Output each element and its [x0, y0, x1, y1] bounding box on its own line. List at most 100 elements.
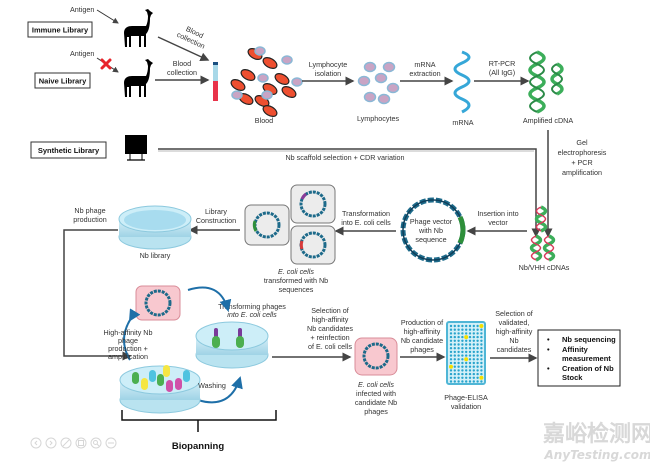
elisa-well — [472, 335, 475, 339]
elisa-well — [453, 343, 456, 346]
elisa-well — [453, 369, 456, 372]
cell — [257, 73, 269, 83]
results-box: • Nb sequencing • Affinity measurement •… — [537, 329, 621, 387]
cell — [254, 46, 266, 56]
cell — [262, 56, 278, 70]
validated-label-4: Nb — [509, 336, 518, 345]
elisa-well — [453, 347, 456, 350]
elisa-well — [476, 335, 479, 339]
bullet: • — [547, 364, 550, 373]
elisa-well — [476, 369, 479, 372]
elisa-well — [480, 335, 483, 339]
infected-label-2: infected with — [356, 389, 396, 398]
elisa-well — [476, 376, 479, 379]
elisa-well — [472, 361, 475, 365]
cross-icon — [100, 58, 112, 70]
elisa-well — [449, 324, 453, 328]
elisa-plate-icon — [446, 321, 486, 385]
petri-dish-icon-transforming — [195, 321, 269, 369]
ecoli-transformed-label-1: E. coli cells — [278, 267, 314, 276]
watermark-en: AnyTesting.com — [544, 448, 650, 462]
elisa-well — [472, 347, 475, 350]
elisa-well — [480, 361, 483, 365]
petri-dish-icon-washing — [119, 365, 201, 414]
elisa-well — [453, 361, 456, 365]
minus-button[interactable] — [105, 437, 117, 449]
synthetic-library-box: Synthetic Library — [30, 141, 107, 159]
elisa-well — [453, 335, 456, 339]
elisa-well — [472, 380, 475, 383]
watermark-cn: 嘉峪检测网 — [543, 421, 650, 447]
elisa-well — [457, 358, 460, 361]
elisa-well — [461, 339, 464, 342]
elisa-well — [453, 365, 456, 368]
copy-button[interactable] — [75, 437, 87, 449]
result-item-measurement: measurement — [562, 354, 611, 363]
elisa-well — [457, 328, 460, 331]
cell — [240, 68, 256, 82]
elisa-well — [476, 347, 479, 350]
elisa-well — [465, 372, 468, 376]
elisa-well — [476, 350, 479, 354]
elisa-well — [449, 376, 453, 379]
lymphocyte-isolation-label-1: Lymphocyte — [309, 60, 348, 69]
high-affinity-label-2: phage — [118, 336, 138, 345]
elisa-well — [468, 372, 472, 376]
insertion-label-1: Insertion into — [477, 209, 518, 218]
elisa-well — [480, 365, 483, 368]
biopanning-label: Biopanning — [172, 441, 224, 452]
immune-library-label: Immune Library — [32, 26, 89, 35]
elisa-well — [468, 380, 472, 383]
elisa-well — [465, 347, 468, 350]
elisa-well — [461, 343, 464, 346]
nb-phage-production-arrow — [63, 229, 132, 361]
result-item-creation: Creation of Nb — [562, 364, 614, 373]
production-label-3: Nb candidate — [401, 336, 443, 345]
cell — [281, 85, 297, 99]
lymphocytes-label: Lymphocytes — [357, 114, 399, 123]
mrna-extraction-label-1: mRNA — [414, 60, 435, 69]
elisa-well — [468, 369, 472, 372]
production-label-1: Production of — [401, 318, 443, 327]
elisa-well — [476, 361, 479, 365]
edit-button[interactable] — [60, 437, 72, 449]
selection-label-5: of E. coli cells — [308, 342, 352, 351]
elisa-well — [449, 350, 453, 354]
library-construction-label-2: Construction — [196, 216, 236, 225]
elisa-well — [457, 369, 460, 372]
elisa-well — [472, 376, 475, 379]
elisa-well — [461, 354, 464, 357]
elisa-well — [465, 365, 468, 368]
gel-label-1: Gel — [576, 138, 588, 147]
elisa-well — [468, 358, 472, 361]
cell — [357, 75, 371, 87]
next-button[interactable] — [45, 437, 57, 449]
elisa-well — [468, 376, 472, 379]
cell — [363, 91, 377, 103]
nb-phage-production-label-1: Nb phage — [74, 206, 105, 215]
elisa-well — [449, 347, 453, 350]
blood-collection-arrow-immune — [157, 36, 210, 61]
gel-label-4: amplification — [562, 168, 602, 177]
elisa-well — [453, 354, 456, 357]
zoom-button[interactable] — [90, 437, 102, 449]
bullet: • — [547, 345, 550, 354]
lymphocytes-icon — [357, 61, 400, 105]
infected-label-3: candidate Nb — [355, 398, 397, 407]
transforming-phages-label-2: into E. coli cells — [227, 310, 277, 319]
elisa-well — [468, 354, 472, 357]
elisa-well — [479, 375, 484, 380]
selection-label-1: Selection of — [311, 306, 349, 315]
nb-library-petri-dish-icon — [118, 205, 192, 250]
lymphocyte-isolation-label-2: isolation — [315, 69, 341, 78]
elisa-well — [476, 343, 479, 346]
elisa-well — [465, 332, 468, 335]
prev-button[interactable] — [30, 437, 42, 449]
chevron-left-icon — [34, 440, 38, 446]
result-item-nb-sequencing: Nb sequencing — [562, 335, 616, 344]
elisa-well — [476, 380, 479, 383]
chevron-right-icon — [49, 440, 53, 446]
blood-label: Blood — [255, 116, 273, 125]
insertion-label-2: vector — [488, 218, 508, 227]
